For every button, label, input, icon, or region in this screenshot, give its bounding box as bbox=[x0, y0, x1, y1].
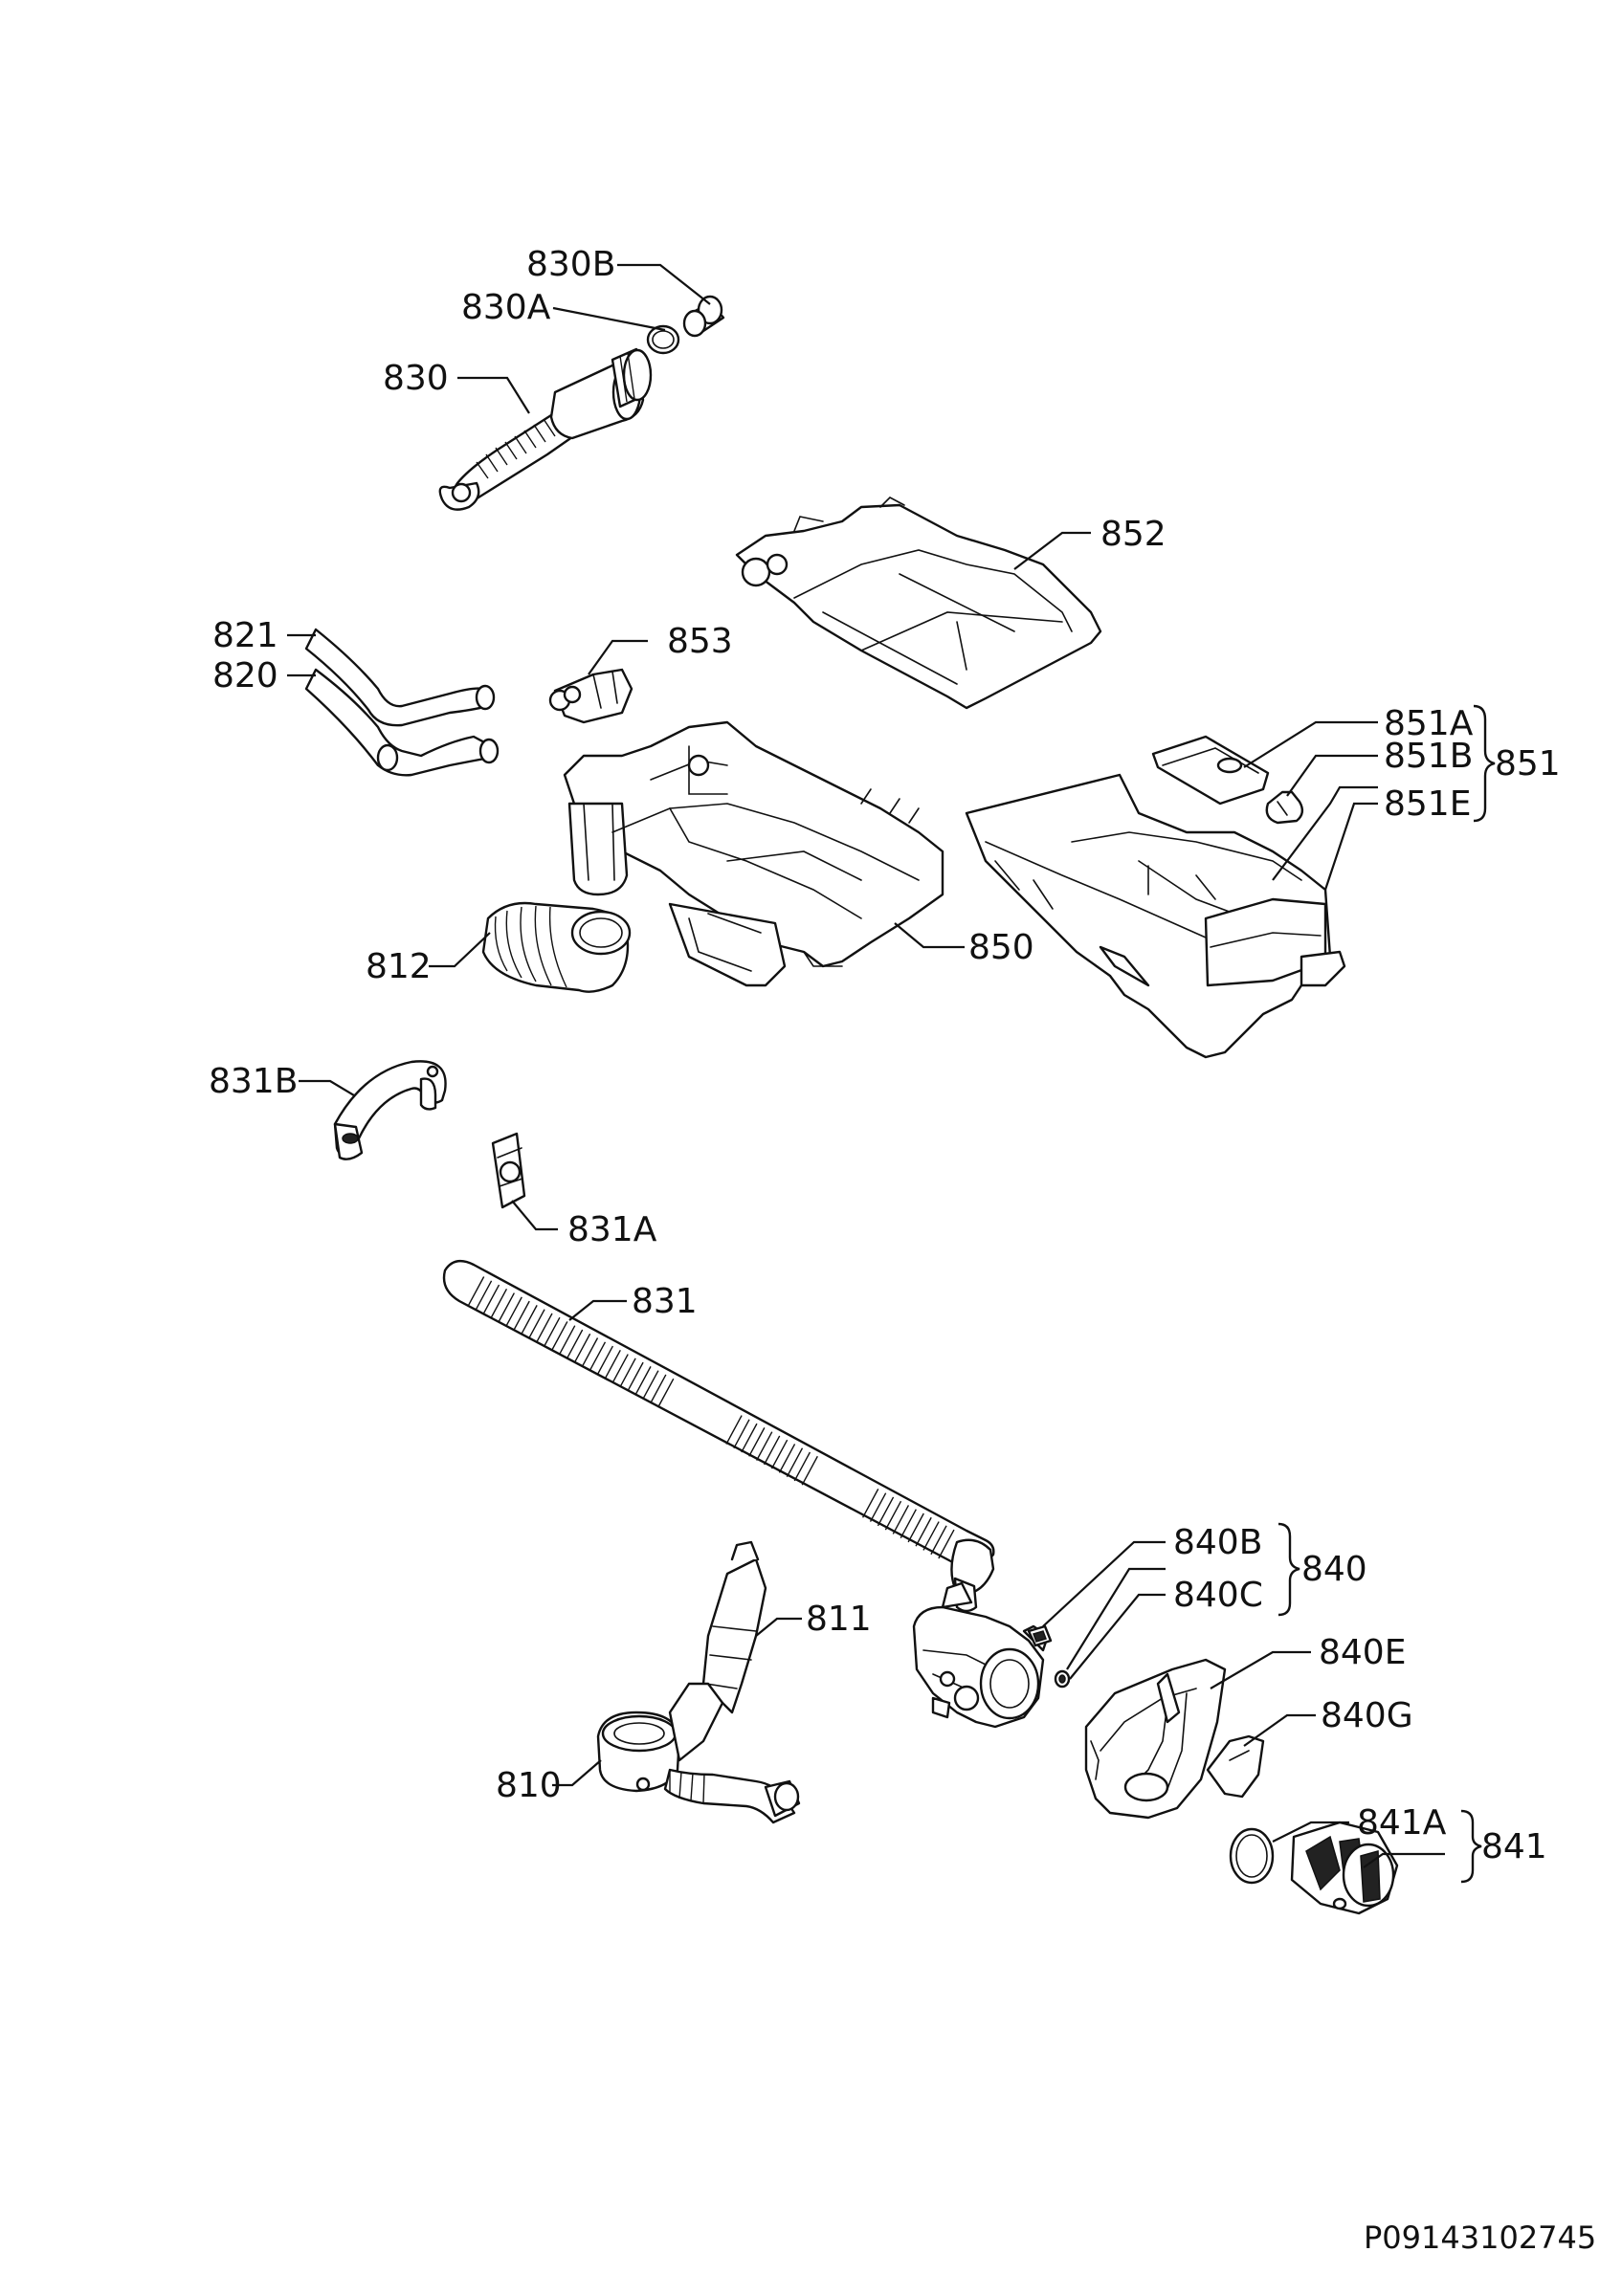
label-831B: 831B bbox=[209, 1062, 298, 1101]
part-830-inlet-hose bbox=[438, 347, 653, 511]
part-830B-filter-sleeve bbox=[682, 295, 725, 338]
label-811: 811 bbox=[806, 1600, 872, 1639]
part-821-hose bbox=[304, 628, 496, 727]
label-841: 841 bbox=[1481, 1827, 1547, 1866]
label-840C: 840C bbox=[1173, 1576, 1263, 1615]
part-810-sump-hose bbox=[596, 1682, 801, 1824]
label-851A: 851A bbox=[1384, 704, 1474, 743]
grouping-braces bbox=[1278, 704, 1496, 1884]
label-812: 812 bbox=[366, 947, 432, 986]
part-851B-clip bbox=[1265, 790, 1304, 825]
part-840G-flap bbox=[1206, 1734, 1265, 1799]
part-850-dispenser-housing bbox=[563, 720, 944, 987]
label-840G: 840G bbox=[1321, 1696, 1413, 1735]
label-840E: 840E bbox=[1319, 1633, 1406, 1672]
part-841-pump-filter bbox=[1290, 1821, 1399, 1915]
part-812-bellows-hose bbox=[481, 901, 632, 993]
label-820: 820 bbox=[212, 656, 278, 695]
label-810: 810 bbox=[496, 1766, 562, 1805]
part-840C-seal bbox=[1054, 1669, 1071, 1689]
part-840E-pump-cover bbox=[1084, 1658, 1227, 1820]
label-830B: 830B bbox=[526, 245, 615, 284]
part-840B-connector bbox=[1027, 1624, 1053, 1647]
label-831A: 831A bbox=[567, 1210, 657, 1249]
part-851-detergent-drawer bbox=[965, 773, 1346, 1059]
leader-lines bbox=[287, 263, 1445, 1868]
part-851A-lid bbox=[1151, 735, 1270, 806]
part-811-pressure-tube bbox=[701, 1540, 767, 1714]
part-841A-filter-seal bbox=[1229, 1827, 1275, 1885]
label-850: 850 bbox=[968, 928, 1034, 967]
part-820-hose bbox=[304, 668, 500, 777]
label-851E: 851E bbox=[1384, 784, 1471, 824]
label-840B: 840B bbox=[1173, 1523, 1262, 1562]
callout-labels: 830B 830A 830 852 821 820 853 851A 851B … bbox=[209, 245, 1561, 1866]
label-831: 831 bbox=[632, 1282, 698, 1321]
label-821: 821 bbox=[212, 616, 278, 655]
label-841A: 841A bbox=[1357, 1803, 1447, 1843]
label-840: 840 bbox=[1301, 1550, 1367, 1589]
label-830: 830 bbox=[383, 359, 449, 398]
part-852-dispenser-cover bbox=[735, 497, 1102, 710]
part-830A-seal-ring bbox=[646, 324, 680, 355]
part-831A-clamp bbox=[491, 1132, 526, 1209]
label-852: 852 bbox=[1100, 515, 1167, 554]
label-851: 851 bbox=[1495, 744, 1561, 784]
part-853-valve-block bbox=[548, 668, 633, 724]
label-851B: 851B bbox=[1384, 737, 1473, 776]
part-831-drain-hose bbox=[442, 1259, 995, 1613]
part-840-drain-pump bbox=[912, 1581, 1050, 1729]
label-853: 853 bbox=[667, 622, 733, 661]
label-830A: 830A bbox=[461, 288, 551, 327]
part-831B-hose-guide bbox=[333, 1060, 447, 1160]
document-code: P09143102745 bbox=[1364, 2219, 1596, 2256]
